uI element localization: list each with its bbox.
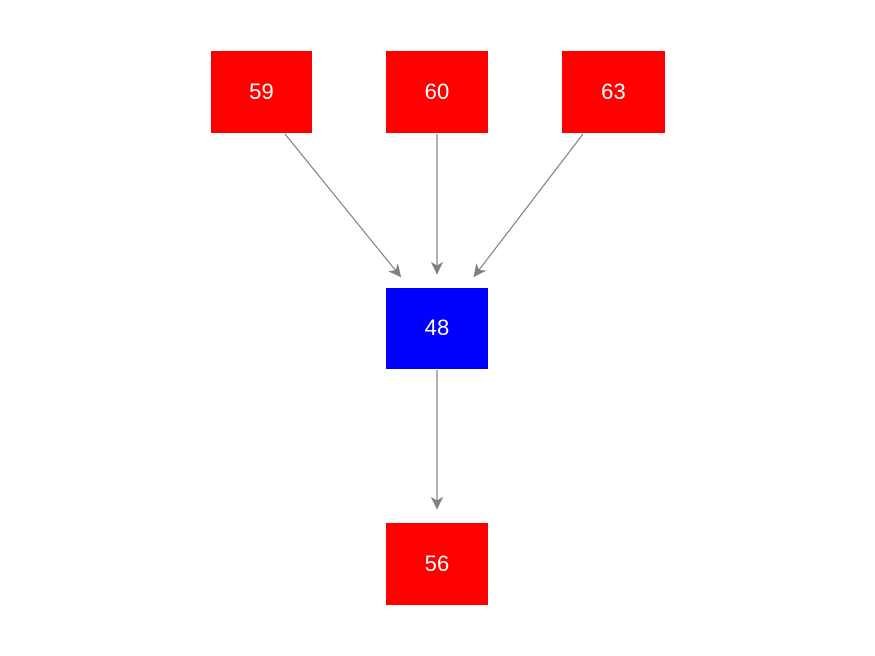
graph-node-56[interactable]: 56 (386, 523, 488, 605)
graph-node-63[interactable]: 63 (562, 51, 665, 133)
edge-63-48 (473, 133, 584, 278)
node-label: 60 (424, 78, 450, 104)
edge-59-48 (284, 133, 402, 278)
graph-node-60[interactable]: 60 (386, 51, 488, 133)
node-label: 56 (424, 550, 450, 576)
node-label: 59 (249, 78, 274, 104)
graph-node-48[interactable]: 48 (386, 288, 488, 369)
node-label: 63 (601, 78, 626, 104)
graph-node-59[interactable]: 59 (211, 51, 312, 133)
node-label: 48 (424, 315, 450, 340)
